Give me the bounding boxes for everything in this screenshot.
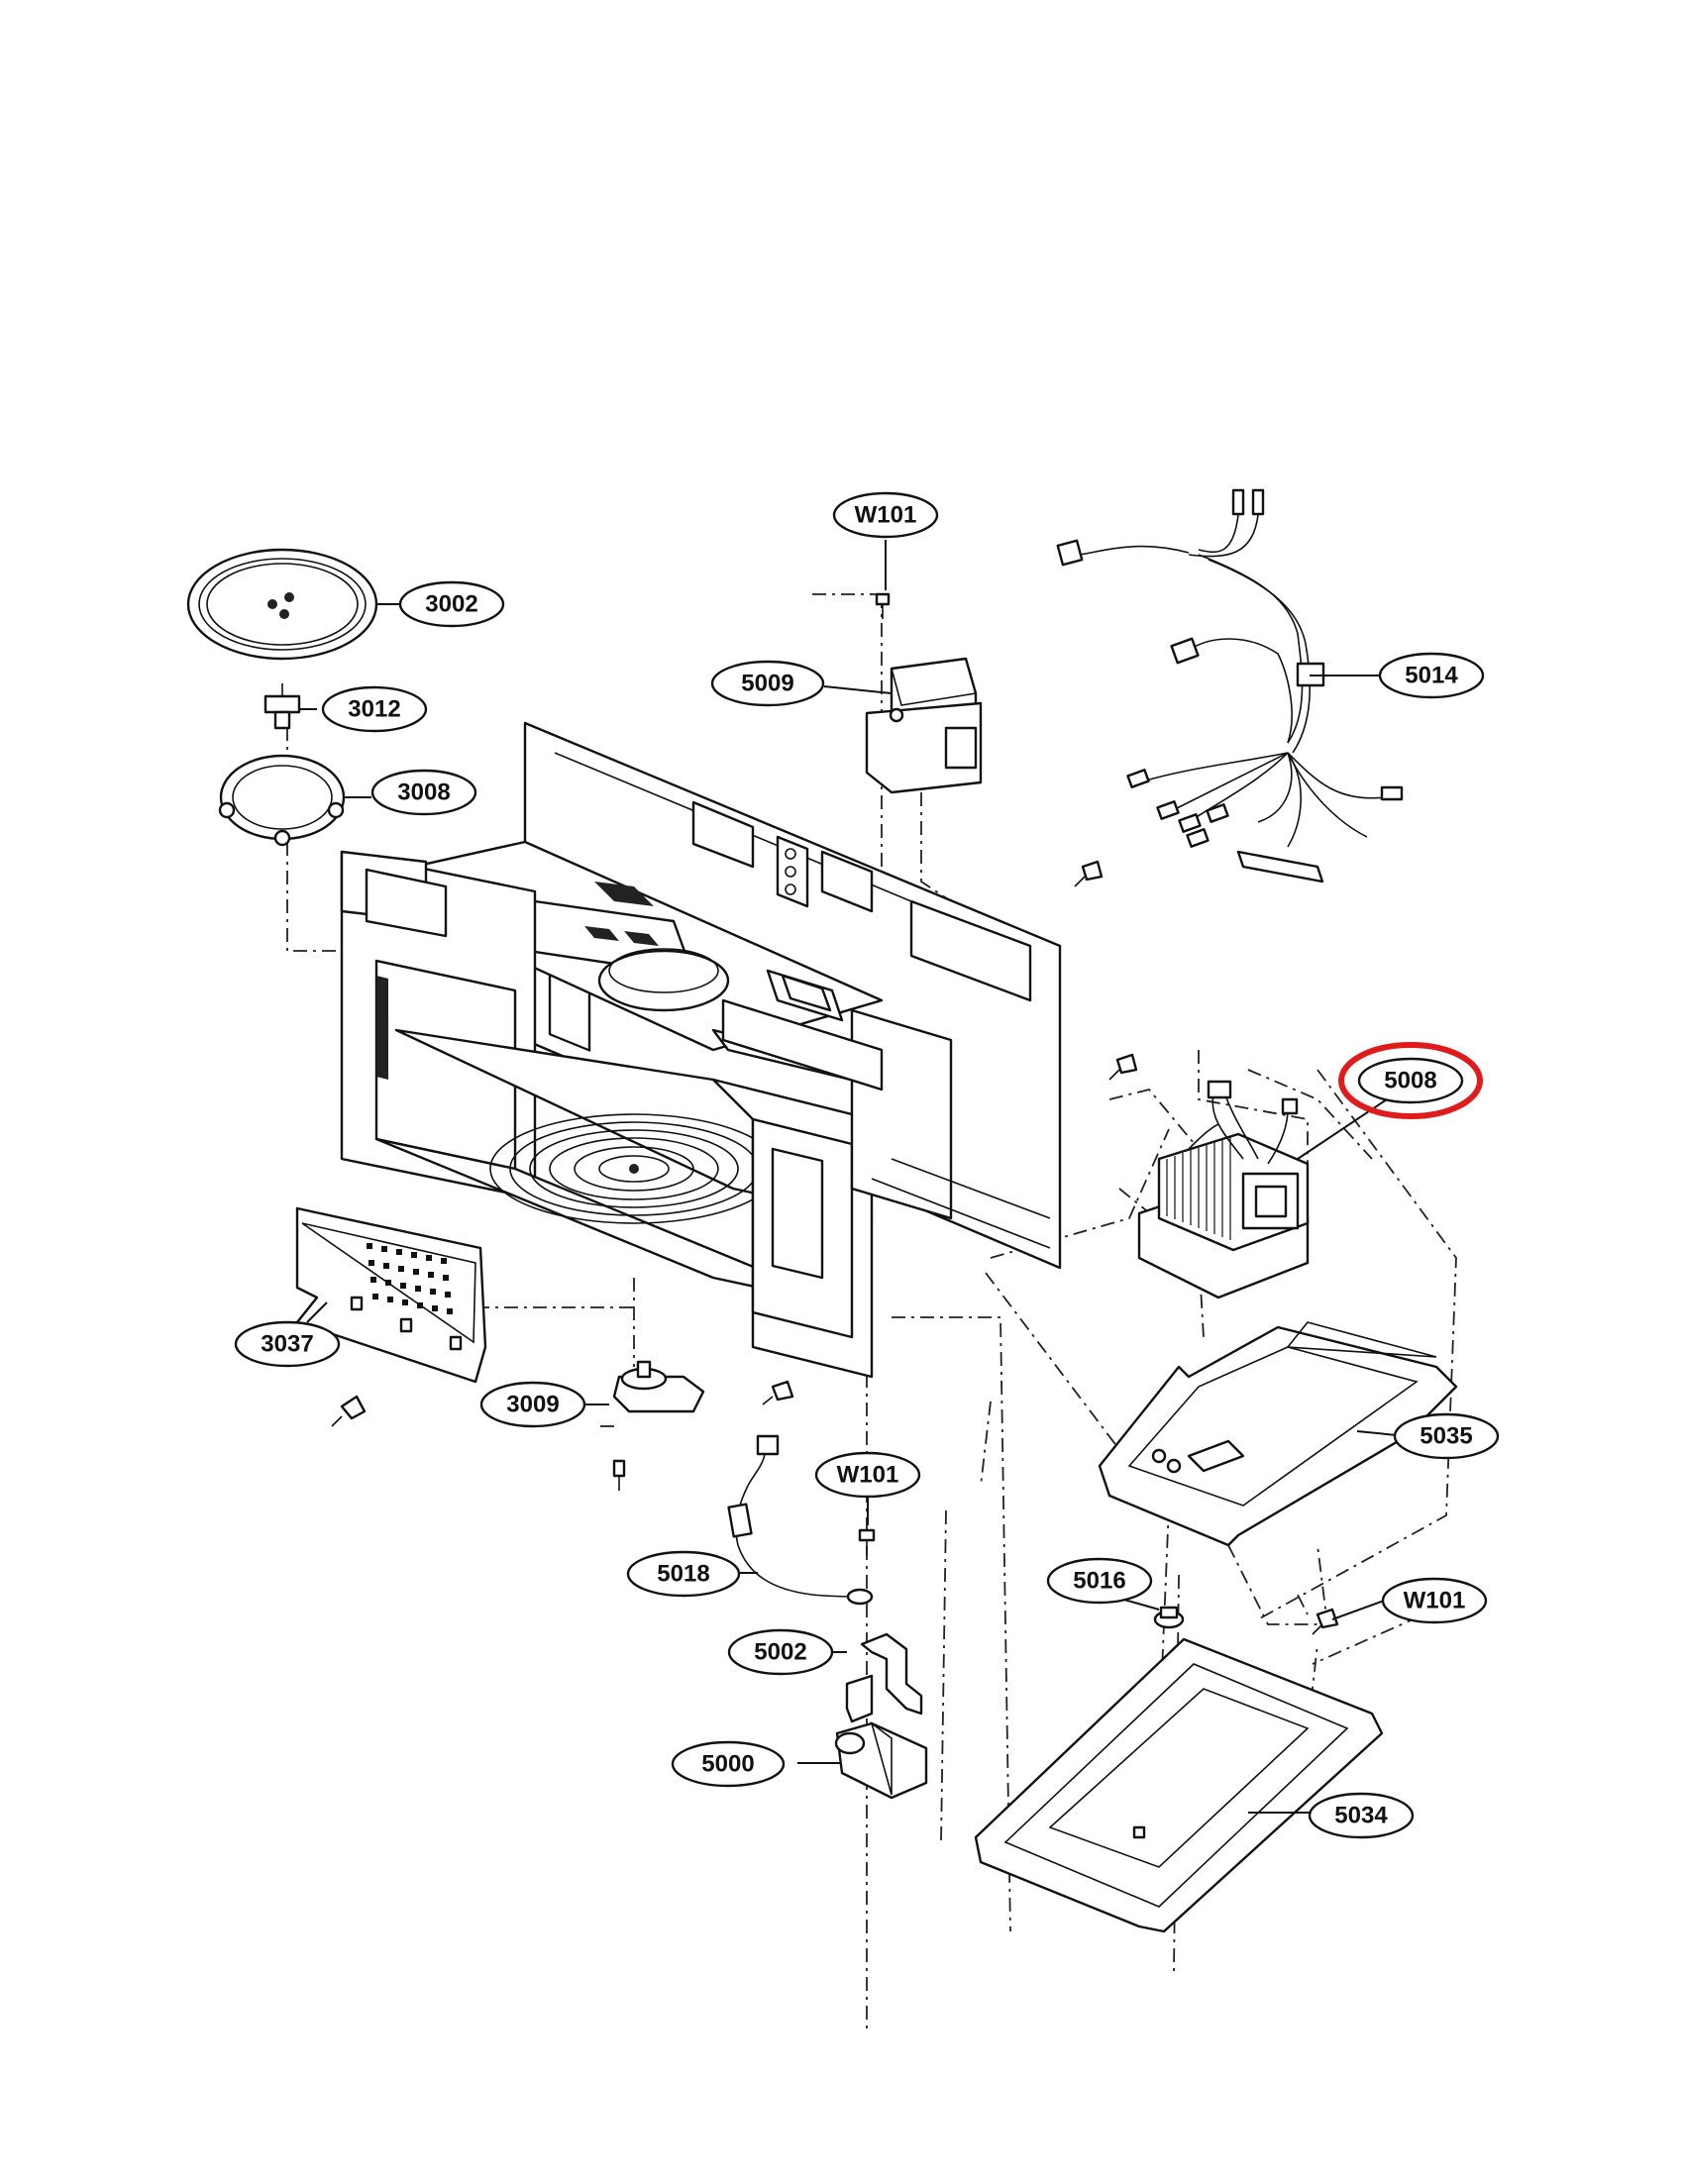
callout-3002: 3002 [398,580,505,628]
cover-plate-icon [295,1206,487,1384]
thermostat-icon [1153,1606,1185,1629]
callout-label: 3012 [348,695,400,722]
callout-label: 5002 [754,1638,806,1665]
callout-label: 5034 [1334,1802,1388,1828]
callout-label: 5009 [741,670,793,696]
callout-5035: 5035 [1393,1412,1500,1460]
callout-5016: 5016 [1046,1557,1153,1605]
callout-5009: 5009 [710,660,825,707]
callout-5000: 5000 [671,1740,786,1788]
callout-label: 5000 [701,1750,754,1777]
bracket-icon [845,1632,923,1723]
oven-cavity-icon [340,721,1062,1379]
callout-label: 3008 [397,779,450,805]
callout-5002: 5002 [727,1628,834,1676]
callout-label: W101 [855,501,917,528]
callout-w101-mid: W101 [814,1451,921,1499]
callout-3009: 3009 [479,1381,586,1428]
wire-harness-icon [1056,488,1404,884]
bottom-plate-icon [974,1637,1384,1933]
callout-label: W101 [1404,1587,1466,1613]
callout-label: 3002 [425,590,477,617]
callout-5008: 5008 [1357,1057,1464,1104]
callout-label: 5035 [1420,1422,1472,1449]
coupler-icon [263,683,301,730]
callout-label: 5014 [1405,662,1458,688]
callout-5018: 5018 [626,1550,741,1598]
callout-5034: 5034 [1308,1792,1415,1839]
callout-label: 5016 [1073,1567,1125,1594]
callout-w101-top: W101 [832,491,939,539]
fuse-cord-icon [727,1434,874,1606]
turntable-motor-icon [612,1360,705,1413]
base-plate-icon [1098,1321,1458,1547]
screw-icon [331,592,1339,1635]
callout-5014: 5014 [1378,652,1485,699]
callout-label: 5008 [1384,1067,1436,1093]
capacitor-icon [865,657,983,794]
callout-3037: 3037 [234,1320,341,1368]
callout-3012: 3012 [321,685,428,733]
turntable-tray-icon [186,548,378,661]
callout-3008: 3008 [370,769,477,816]
roller-ring-icon [218,754,346,847]
callout-label: 3037 [261,1330,313,1357]
callout-label: 5018 [657,1560,709,1587]
callout-w101-right: W101 [1381,1577,1488,1624]
highlight-ring [1338,1042,1483,1119]
diode-icon [834,1720,928,1800]
callout-label: W101 [837,1461,899,1488]
callout-label: 3009 [506,1391,559,1417]
transformer-icon [1137,1080,1310,1300]
